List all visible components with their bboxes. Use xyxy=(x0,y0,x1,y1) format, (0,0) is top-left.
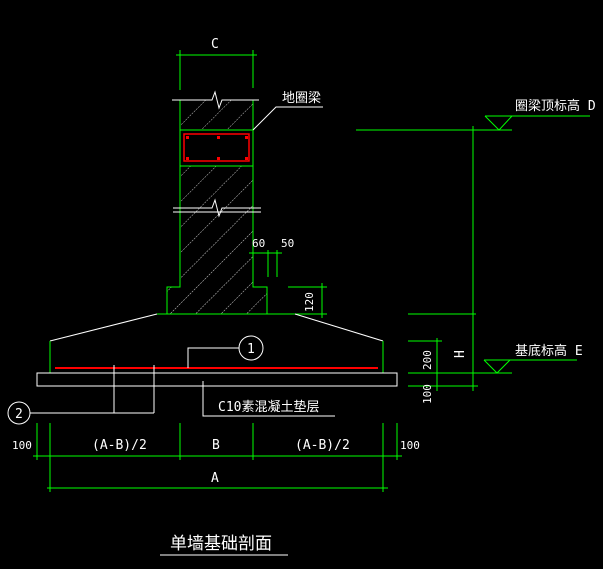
wall-width-label: C xyxy=(211,37,219,52)
cushion-label: C10素混凝土垫层 xyxy=(218,399,319,415)
bottom-dims: 100 (A-B)/2 B (A-B)/2 100 A xyxy=(12,423,420,492)
drawing-title: 单墙基础剖面 xyxy=(170,534,272,554)
callout-1-label: 1 xyxy=(247,342,255,357)
callout-2-label: 2 xyxy=(15,407,23,422)
dim-100-right-label: 100 xyxy=(421,384,434,404)
callout-1: 1 xyxy=(187,335,264,368)
dim-ab-left-label: (A-B)/2 xyxy=(92,438,147,453)
dim-100-left-label: 100 xyxy=(12,439,32,452)
callout-2: 2 xyxy=(7,365,155,425)
base-elev-label: 基底标高 E xyxy=(515,343,583,359)
dim-a-label: A xyxy=(211,471,219,486)
dim-50-label: 50 xyxy=(281,237,294,250)
dim-200-label: 200 xyxy=(421,350,434,370)
wall-section xyxy=(166,90,268,314)
dim-120: 120 xyxy=(288,283,327,318)
height-label: H xyxy=(453,350,468,358)
dim-b-label: B xyxy=(212,438,220,453)
dim-120-label: 120 xyxy=(303,292,316,312)
footing xyxy=(36,313,398,387)
dim-100-far-right-label: 100 xyxy=(400,439,420,452)
ring-beam-top-elev-label: 圈梁顶标高 D xyxy=(515,98,596,114)
dim-60-label: 60 xyxy=(252,237,265,250)
elevation-dims: 圈梁顶标高 D 基底标高 E H 200 100 xyxy=(356,98,596,404)
dim-60-50: 60 50 xyxy=(249,237,294,277)
dim-ab-right-label: (A-B)/2 xyxy=(295,438,350,453)
dim-wall-width: C xyxy=(176,37,257,90)
ring-beam-rebar xyxy=(183,133,250,162)
ring-beam-label: 地圈梁 xyxy=(282,91,321,106)
